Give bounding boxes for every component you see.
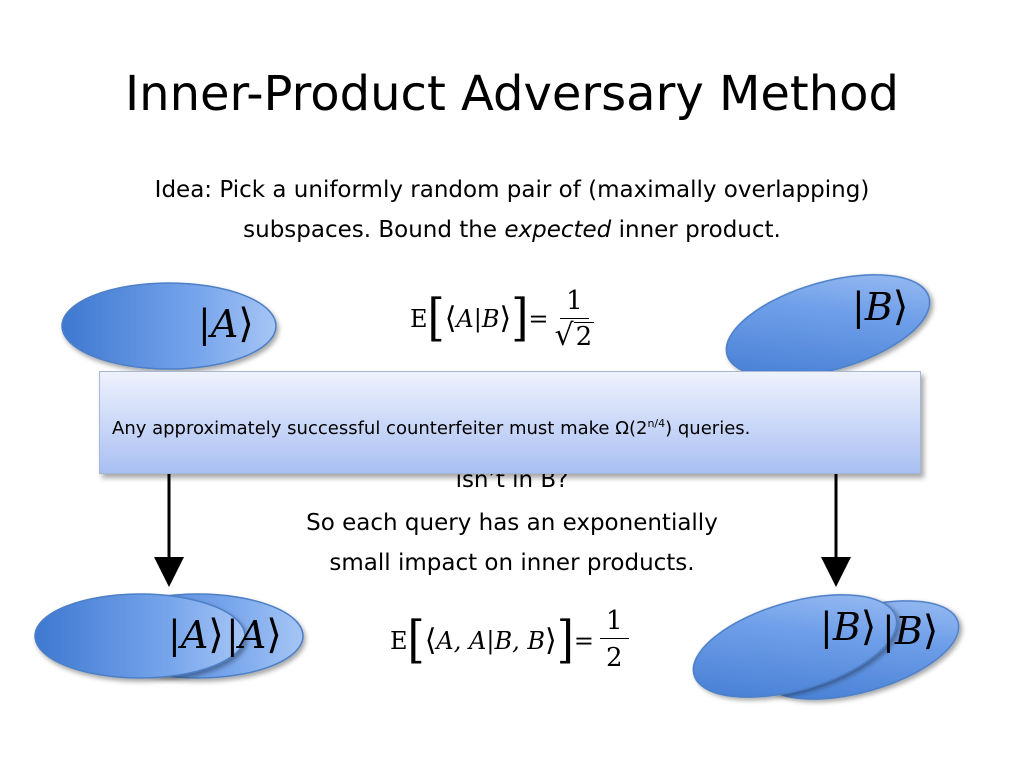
formula-top-fraction: 1 √2 [554, 286, 595, 353]
ket-a-bottom-back: |A⟩ [226, 612, 282, 658]
formula-expected-inner-product: E [ ⟨ A | B ⟩ ] = 1 √2 [410, 286, 595, 353]
callout-text: Any approximately successful counterfeit… [112, 412, 750, 441]
formula-bottom-numerator: 1 [599, 606, 629, 639]
ket-a-bottom-front-label: A [180, 613, 209, 657]
formula-top-lhs-b: B [481, 304, 500, 333]
formula-bottom-lhs-a: A, A [436, 626, 487, 655]
query-impact-line-2: small impact on inner products. [329, 550, 695, 576]
callout-text-end: ) queries. [665, 418, 751, 439]
formula-top-lhs-a: A [456, 304, 474, 333]
ket-a-top-label: A [210, 302, 239, 346]
ellipse-ket-b-top-group [725, 274, 931, 378]
idea-line-1: Idea: Pick a uniformly random pair of (m… [154, 177, 870, 203]
idea-text: Idea: Pick a uniformly random pair of (m… [40, 170, 984, 250]
ket-b-top: |B⟩ [852, 284, 909, 330]
ket-b-bottom-back: |B⟩ [882, 608, 939, 654]
formula-expected-inner-product-two-copies: E [ ⟨ A, A | B, B ⟩ ] = 1 2 [390, 606, 629, 675]
ellipse-ket-b-bottom-front [692, 594, 898, 698]
ellipse-ket-b-bottom-front-group [692, 594, 898, 698]
ellipse-ket-a-bottom-front [34, 593, 246, 679]
idea-line-2-end: inner product. [611, 217, 781, 243]
query-impact-text: So each query has an exponentially small… [200, 503, 824, 583]
formula-top-numerator: 1 [560, 286, 589, 319]
idea-emphasis: expected [504, 217, 612, 243]
idea-line-2-start: subspaces. Bound the [243, 217, 505, 243]
formula-bottom-equals: = [573, 626, 594, 655]
ket-b-bottom-back-label: B [894, 609, 923, 653]
slide-title: Inner-Product Adversary Method [125, 66, 899, 122]
callout-text-main: Any approximately successful counterfeit… [112, 418, 648, 439]
formula-bottom-denominator: 2 [605, 643, 623, 673]
idea-line-2: subspaces. Bound the expected inner prod… [40, 210, 984, 250]
formula-bottom-expectation: E [390, 626, 408, 655]
callout-exponent: n/4 [647, 417, 666, 430]
formula-bottom-lhs-b: B, B [494, 626, 545, 655]
formula-bottom-fraction: 1 2 [599, 606, 629, 675]
ket-b-bottom-front: |B⟩ [820, 604, 877, 650]
ket-b-top-label: B [864, 285, 893, 329]
ket-a-bottom-front: |A⟩ [168, 612, 224, 658]
ellipse-ket-b-top [725, 274, 931, 378]
ket-a-bottom-back-label: A [238, 613, 267, 657]
ket-a-top: |A⟩ [198, 301, 254, 347]
ket-b-bottom-front-label: B [832, 605, 861, 649]
formula-top-equals: = [528, 304, 549, 333]
counterfeiter-bound-callout: Any approximately successful counterfeit… [99, 371, 921, 474]
query-impact-line-1: So each query has an exponentially [306, 510, 718, 536]
formula-top-denominator: 2 [573, 322, 595, 352]
formula-top-expectation: E [410, 304, 428, 333]
ellipse-ket-a-top [61, 282, 277, 370]
